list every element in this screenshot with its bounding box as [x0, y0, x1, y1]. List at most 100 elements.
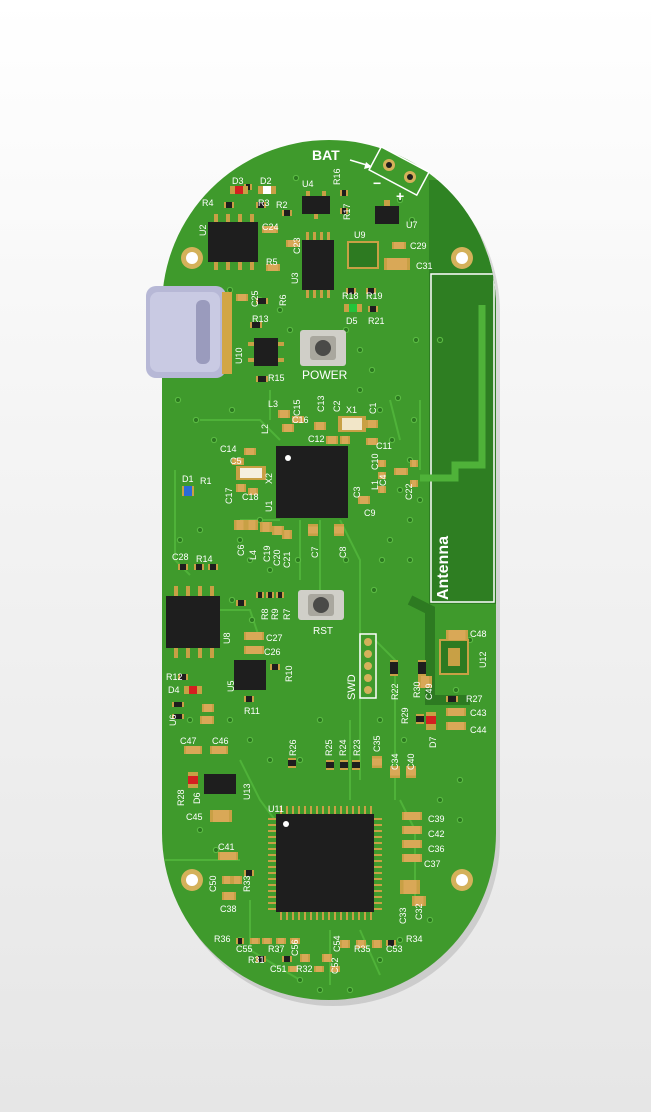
resistor — [256, 592, 264, 598]
resistor — [256, 298, 268, 304]
capacitor — [378, 486, 386, 493]
led-d2 — [258, 186, 276, 194]
refdes-r12: R12 — [166, 672, 183, 682]
refdes-l4: L4 — [248, 550, 258, 560]
capacitor — [402, 840, 422, 848]
refdes-c16: C16 — [292, 415, 309, 425]
refdes-c41: C41 — [218, 842, 235, 852]
resistor — [236, 938, 244, 944]
via — [376, 956, 384, 964]
capacitor — [234, 520, 246, 530]
capacitor — [282, 424, 294, 432]
via — [246, 736, 254, 744]
capacitor — [244, 632, 264, 640]
refdes-c24: C24 — [262, 222, 279, 232]
resistor — [172, 702, 184, 707]
via — [276, 306, 284, 314]
resistor — [256, 956, 266, 962]
antenna-trace — [420, 305, 486, 482]
via — [376, 716, 384, 724]
refdes-x1: X1 — [346, 405, 357, 415]
led-d5 — [344, 304, 362, 312]
reset-button[interactable] — [298, 590, 344, 620]
resistor — [446, 696, 458, 702]
refdes-c44: C44 — [470, 725, 487, 735]
refdes-r27: R27 — [466, 694, 483, 704]
refdes-r36: R36 — [214, 934, 231, 944]
resistor — [366, 288, 376, 294]
refdes-u8: U8 — [222, 632, 232, 644]
ic-u13 — [204, 774, 236, 794]
refdes-c43: C43 — [470, 708, 487, 718]
capacitor — [202, 704, 214, 712]
refdes-c5: C5 — [230, 456, 242, 466]
refdes-r31: R31 — [248, 955, 265, 965]
via — [396, 486, 404, 494]
resistor — [340, 190, 348, 196]
refdes-c50: C50 — [208, 875, 218, 892]
bat-label: BAT — [312, 147, 340, 163]
capacitor — [210, 746, 228, 754]
refdes-c18: C18 — [242, 492, 259, 502]
usb-c-connector[interactable] — [146, 286, 232, 378]
via — [378, 556, 386, 564]
rst-label: RST — [313, 626, 333, 637]
refdes-c31: C31 — [416, 261, 433, 271]
refdes-u7: U7 — [406, 220, 418, 230]
refdes-d7: D7 — [428, 736, 438, 748]
led-d7 — [426, 712, 436, 730]
capacitor — [262, 938, 272, 944]
capacitor — [366, 438, 378, 445]
resistor — [340, 760, 348, 770]
capacitor — [446, 630, 468, 640]
resistor — [208, 564, 218, 570]
refdes-c52: C52 — [330, 957, 340, 974]
resistor — [194, 564, 204, 570]
ic-u9 — [347, 241, 379, 269]
refdes-c48: C48 — [470, 629, 487, 639]
capacitor — [402, 826, 422, 834]
resistor — [250, 322, 262, 328]
capacitor — [244, 448, 256, 455]
ic-u1 — [276, 446, 348, 518]
capacitor — [378, 472, 386, 479]
refdes-r34: R34 — [406, 934, 423, 944]
capacitor — [400, 880, 420, 894]
battery-connector[interactable] — [349, 145, 430, 197]
swd-header[interactable] — [359, 633, 377, 699]
refdes-l3: L3 — [268, 399, 278, 409]
refdes-c28: C28 — [172, 552, 189, 562]
capacitor — [290, 938, 300, 944]
refdes-c51: C51 — [270, 964, 287, 974]
resistor — [244, 870, 254, 876]
via — [412, 336, 420, 344]
led-d4 — [184, 686, 202, 694]
led-d1 — [182, 486, 194, 496]
via — [436, 796, 444, 804]
via — [408, 216, 416, 224]
via — [416, 496, 424, 504]
refdes-c40: C40 — [406, 753, 416, 770]
capacitor — [200, 716, 214, 724]
refdes-c6: C6 — [236, 544, 246, 556]
resistor — [276, 592, 284, 598]
power-button[interactable] — [300, 330, 346, 366]
refdes-r1: R1 — [200, 476, 212, 486]
via — [192, 416, 200, 424]
refdes-c46: C46 — [212, 736, 229, 746]
capacitor — [334, 524, 344, 536]
ic-packages — [166, 191, 469, 920]
via — [396, 196, 404, 204]
resistor — [256, 202, 266, 208]
refdes-r35: R35 — [354, 944, 371, 954]
capacitor — [218, 852, 238, 860]
resistor — [244, 696, 254, 702]
capacitor — [340, 940, 350, 948]
refdes-u10: U10 — [234, 347, 244, 364]
refdes-c7: C7 — [310, 546, 320, 558]
ic-u11 — [268, 806, 382, 920]
via — [356, 386, 364, 394]
capacitor — [244, 646, 264, 654]
refdes-c49: C49 — [424, 683, 434, 700]
led-d6 — [188, 772, 198, 788]
